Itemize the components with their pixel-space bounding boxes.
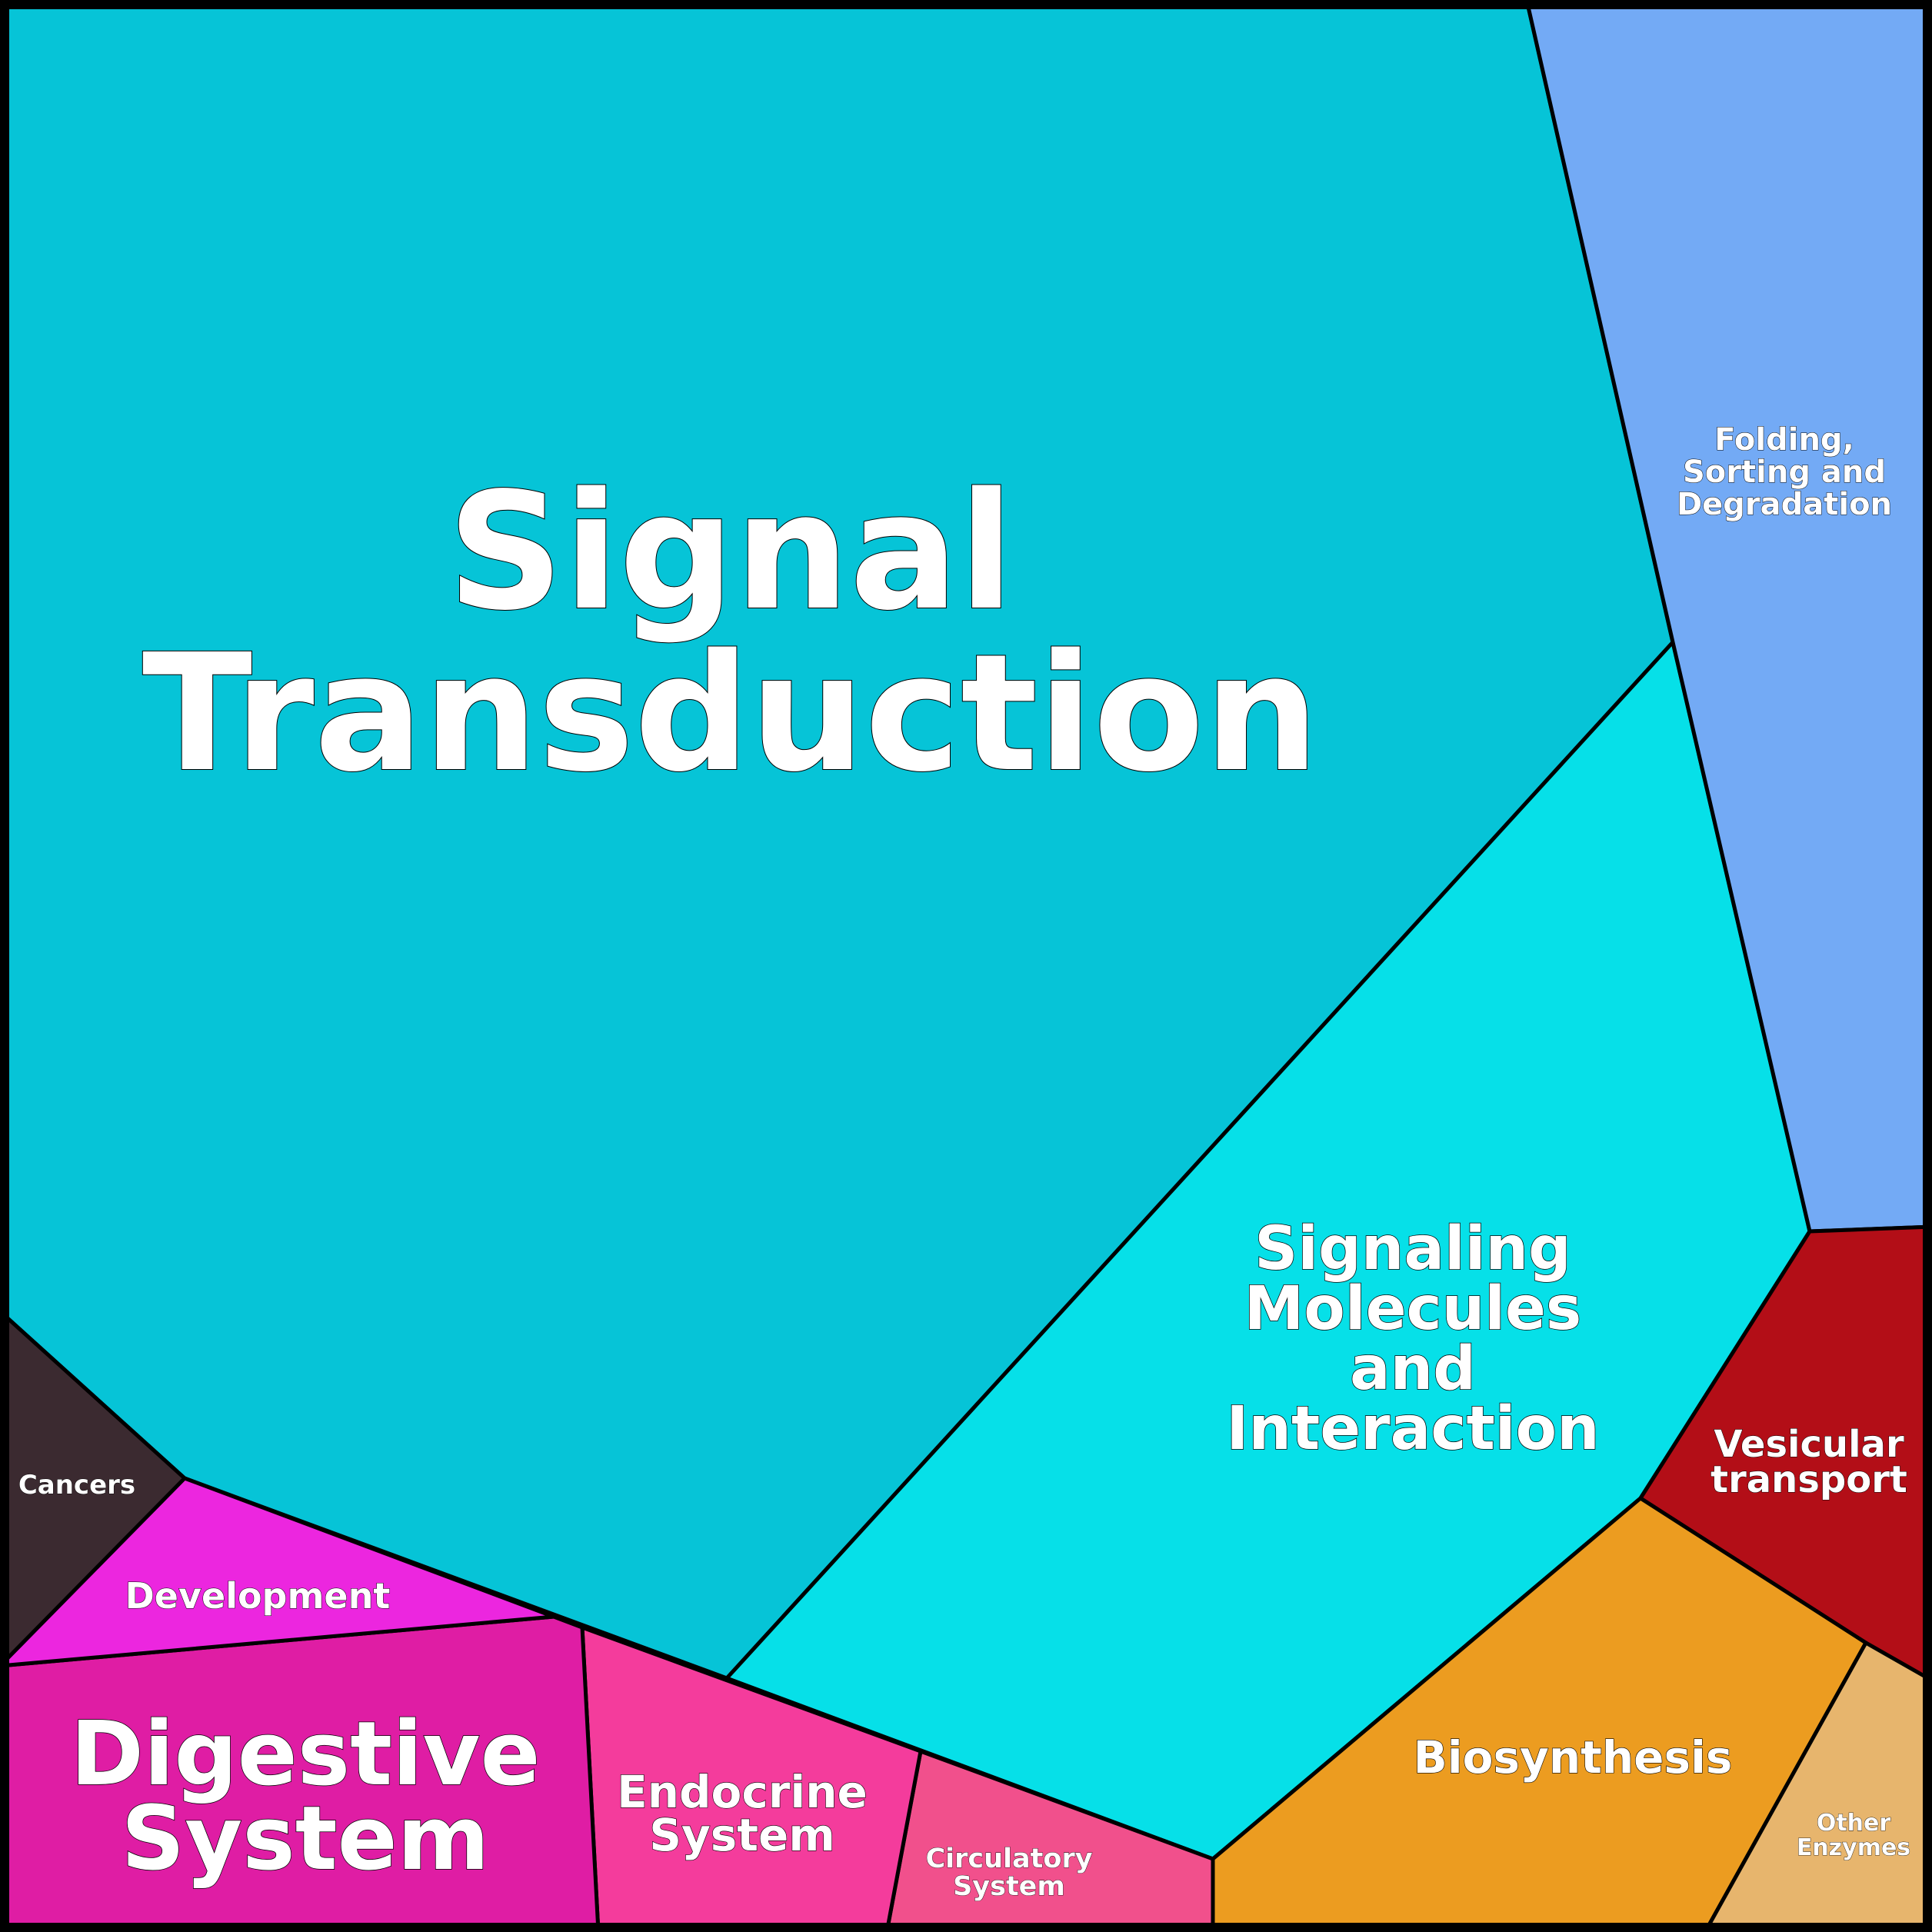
- cell-label-line: Other: [1817, 1810, 1891, 1837]
- cell-other: [1703, 1641, 1932, 1932]
- cell-label-line: System: [121, 1787, 489, 1890]
- cell-label-line: Signaling: [1254, 1214, 1571, 1284]
- cell-label-line: Biosynthesis: [1414, 1731, 1733, 1784]
- cell-label-line: Digestive: [71, 1703, 541, 1806]
- cell-label-line: Signal: [448, 458, 1014, 646]
- cell-label-line: System: [649, 1809, 835, 1861]
- cell-label-line: Cancers: [18, 1470, 135, 1501]
- cell-label-line: Folding,: [1714, 422, 1854, 458]
- cell-label-line: Circulatory: [925, 1844, 1092, 1874]
- cell-label-line: Endocrine: [617, 1766, 868, 1818]
- cell-biosynthesis: [1211, 1496, 1868, 1932]
- cell-cancers: [0, 1309, 187, 1668]
- cell-label-line: Development: [125, 1575, 391, 1617]
- cell-label-line: Enzymes: [1797, 1834, 1910, 1861]
- cell-label-cancers: Cancers: [18, 1470, 135, 1501]
- cell-label-line: Interaction: [1226, 1394, 1599, 1464]
- cell-label-line: Transduction: [142, 619, 1319, 808]
- cell-label-line: Molecules: [1244, 1274, 1582, 1344]
- cell-label-line: Degradation: [1677, 487, 1892, 522]
- cell-label-line: System: [953, 1871, 1065, 1902]
- cell-label-biosynthesis: Biosynthesis: [1414, 1731, 1733, 1784]
- cell-label-line: Vesicular: [1714, 1423, 1904, 1466]
- cell-label-line: and: [1350, 1334, 1476, 1404]
- cell-label-development: Development: [125, 1575, 391, 1617]
- cell-label-line: transport: [1710, 1458, 1907, 1501]
- cell-label-line: Sorting and: [1683, 455, 1886, 490]
